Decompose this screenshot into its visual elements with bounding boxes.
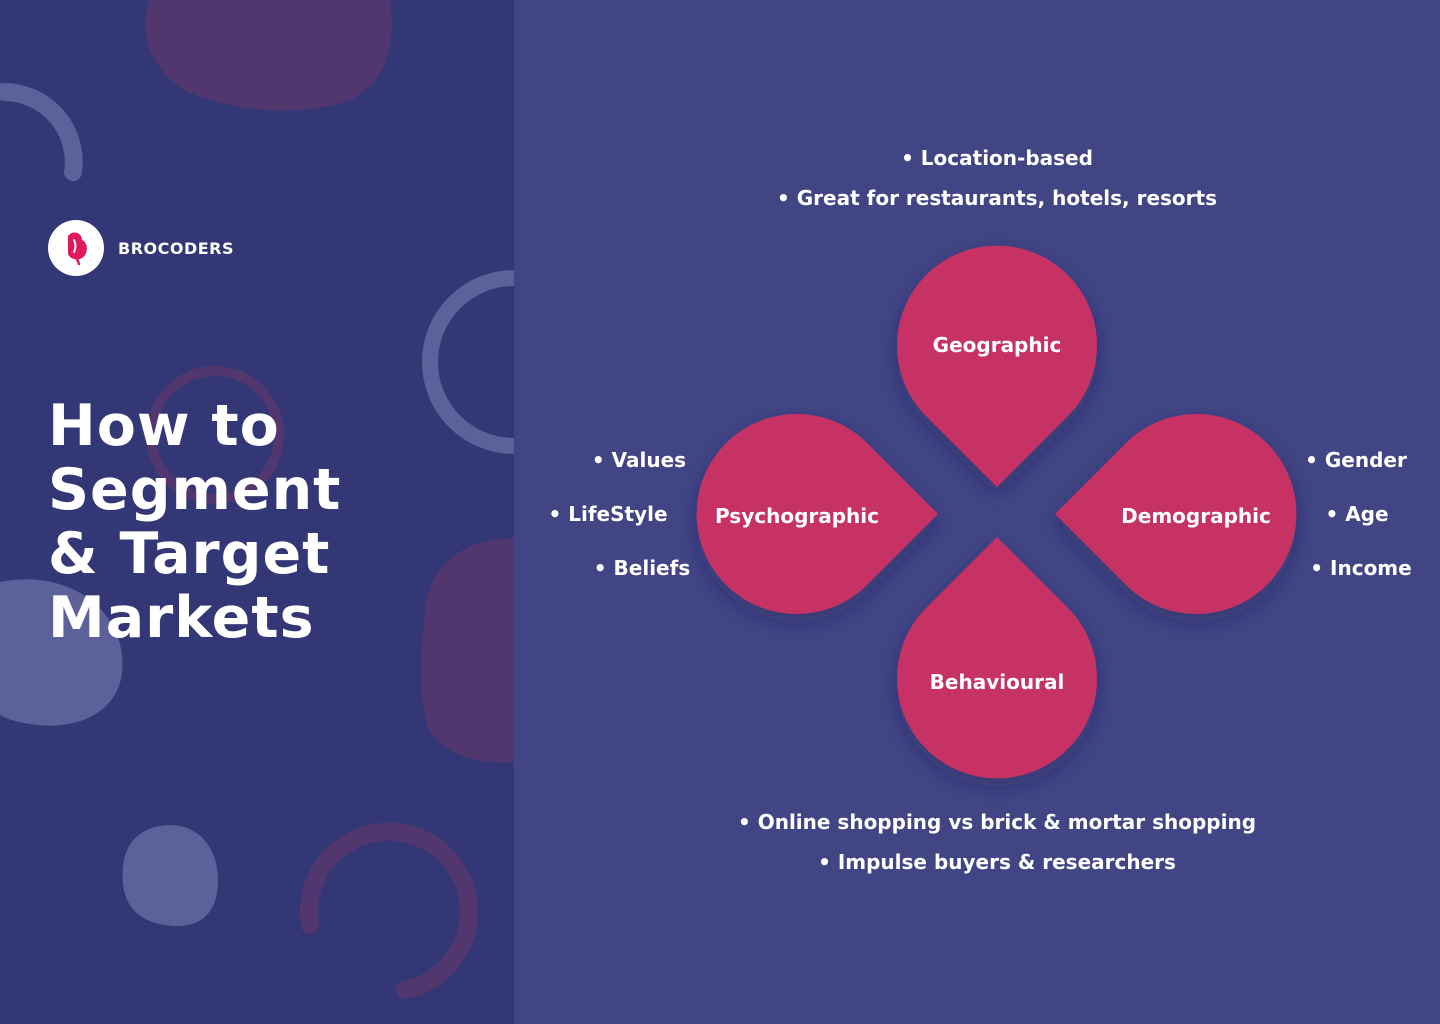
deco-blob-right [421,538,514,763]
brand-logo[interactable]: BROCODERS [48,220,234,276]
petal-behavioural[interactable] [897,537,1097,779]
brand-name: BROCODERS [118,238,235,258]
brocoders-logo-icon [68,232,87,266]
logo-mark [48,220,104,276]
deco-arc-top-left [0,83,83,181]
page-title: How to Segment & Target Markets [48,394,468,650]
geographic-bullet: • Great for restaurants, hotels, resorts [777,186,1217,210]
decorative-shapes [0,0,514,999]
deco-blob-bottom [122,825,218,927]
demographic-bullet: • Age [1325,502,1389,526]
petal-geographic[interactable] [897,245,1097,487]
deco-ring-right [422,270,514,454]
title-line: & Target [48,521,331,587]
label-behavioural: Behavioural [929,670,1065,694]
geographic-bullet: • Location-based [901,146,1093,170]
deco-ring-small [146,366,284,504]
title-line: Segment [48,457,342,523]
title-line: How to [48,393,280,459]
deco-arc-bottom [299,822,478,999]
behavioural-bullet: • Impulse buyers & researchers [818,850,1176,874]
title-line: Markets [48,585,315,651]
demographic-bullet: • Income [1310,556,1412,580]
deco-blob-top [145,0,392,111]
psychographic-bullet: • Values [591,448,687,472]
psychographic-bullet: • Beliefs [593,556,691,580]
label-geographic: Geographic [932,333,1062,357]
petal-psychographic[interactable] [696,414,938,615]
behavioural-bullet: • Online shopping vs brick & mortar shop… [737,810,1257,834]
left-panel: BROCODERS How to Segment & Target Market… [0,0,514,1024]
label-demographic: Demographic [1121,504,1271,528]
psychographic-bullet: • LifeStyle [548,502,668,526]
demographic-bullet: • Gender [1305,448,1407,472]
label-psychographic: Psychographic [714,504,880,528]
deco-blob-left [0,579,123,726]
petal-demographic[interactable] [1055,413,1297,615]
